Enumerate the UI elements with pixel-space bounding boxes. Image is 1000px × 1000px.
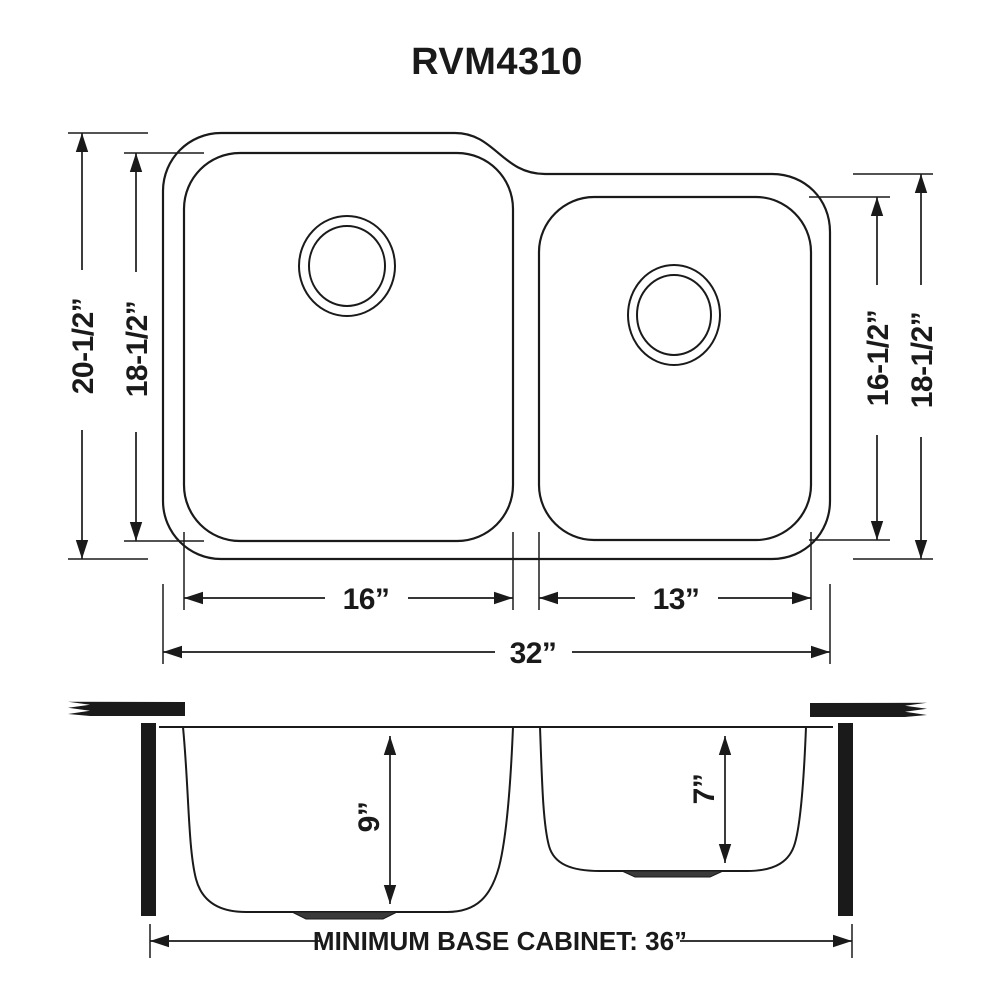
- dim-bowl-depth-right: 7”: [688, 736, 732, 863]
- dim-bowl-height-right: 16-1/2”: [809, 196, 895, 541]
- cabinet-wall-left: [141, 723, 156, 916]
- dim-label-base-cabinet: MINIMUM BASE CABINET: 36”: [313, 926, 687, 956]
- dim-label-overall-height-left: 20-1/2”: [67, 298, 100, 395]
- dim-label-bowl-depth-left: 9”: [353, 802, 386, 833]
- dim-label-bowl-width-right: 13”: [653, 583, 700, 616]
- drain-right: [627, 264, 721, 366]
- top-view: 20-1/2” 18-1/2” 16-1/2” 18-1/2”: [67, 131, 939, 670]
- dim-overall-width: 32”: [162, 584, 831, 670]
- drain-right-section: [621, 870, 724, 878]
- drain-left-section: [291, 911, 398, 920]
- drain-right-outer-ring: [627, 264, 721, 366]
- sink-outer-outline: [161, 131, 832, 561]
- bowl-left-outline: [182, 151, 515, 543]
- dim-bowl-height-left: 18-1/2”: [121, 152, 204, 542]
- drain-left-outer-ring: [298, 215, 396, 317]
- dim-bowl-width-right: 13”: [538, 532, 812, 616]
- dim-overall-height-right: 18-1/2”: [853, 173, 939, 560]
- dim-overall-height-left: 20-1/2”: [67, 132, 148, 560]
- dim-base-cabinet: MINIMUM BASE CABINET: 36”: [149, 924, 853, 958]
- drain-right-inner-ring: [636, 274, 712, 356]
- dim-label-bowl-height-left: 18-1/2”: [121, 301, 154, 398]
- dim-label-bowl-width-left: 16”: [343, 583, 390, 616]
- bowl-left-section: [182, 726, 514, 913]
- dim-bowl-depth-left: 9”: [353, 736, 397, 904]
- dim-label-bowl-depth-right: 7”: [688, 774, 721, 805]
- dim-bowl-width-left: 16”: [183, 532, 514, 616]
- dim-label-overall-width: 32”: [510, 637, 557, 670]
- countertop-right: [810, 702, 927, 717]
- dim-label-bowl-height-right: 16-1/2”: [862, 310, 895, 407]
- drain-left-inner-ring: [308, 225, 386, 307]
- bowl-right-section: [539, 726, 807, 872]
- countertop-left: [68, 701, 185, 716]
- page-title: RVM4310: [411, 41, 583, 83]
- drain-left: [298, 215, 396, 317]
- cabinet-wall-right: [838, 723, 853, 916]
- dim-label-overall-height-right: 18-1/2”: [906, 312, 939, 409]
- bowl-right-outline: [537, 195, 813, 542]
- side-view: 9” 7” MINIMUM BASE CABINET: 36”: [68, 701, 927, 958]
